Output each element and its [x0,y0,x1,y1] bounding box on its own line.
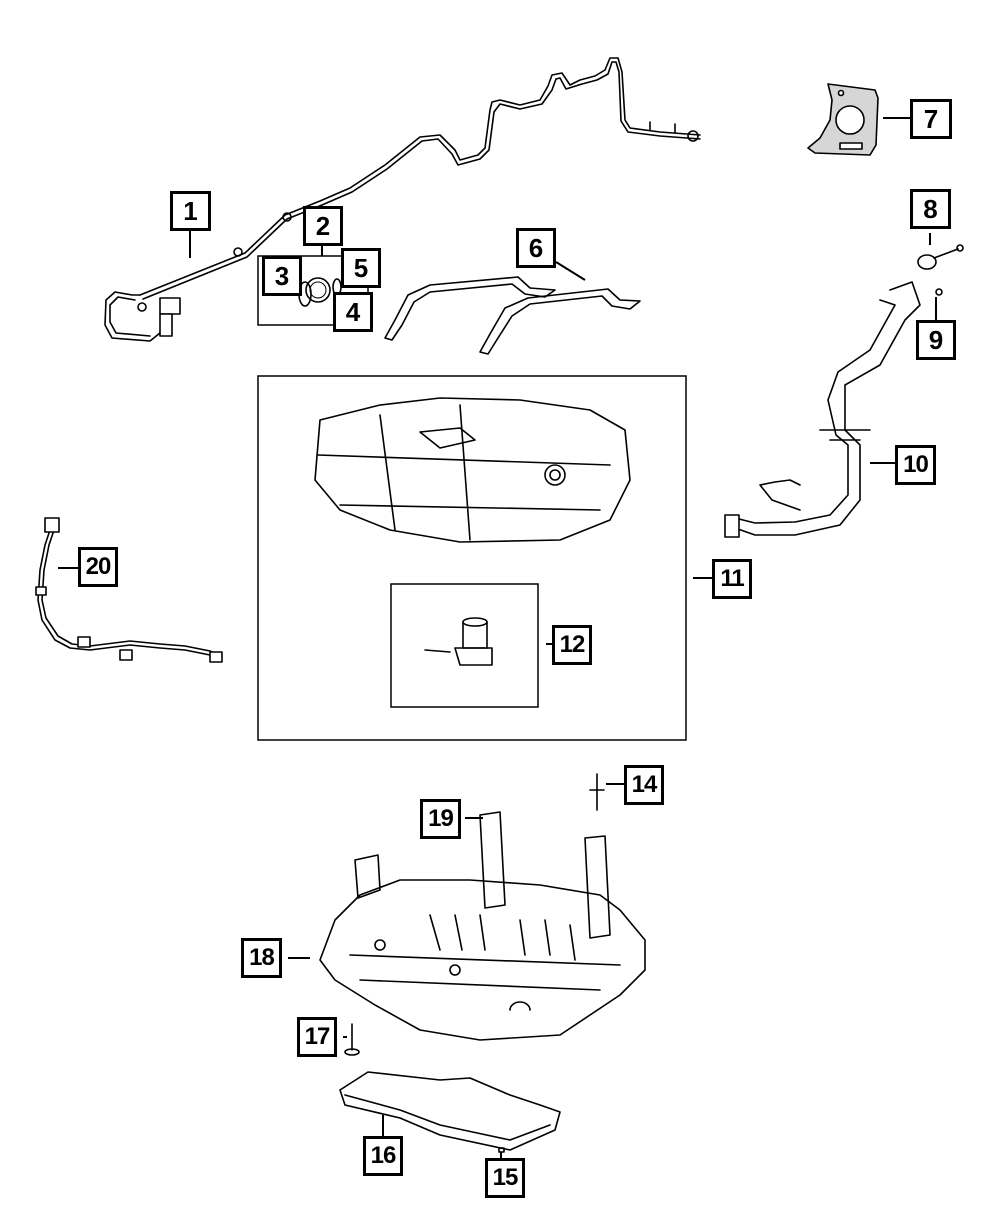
skid-plate-drawing [288,811,646,1041]
callout-5[interactable]: 5 [341,248,381,288]
callout-4[interactable]: 4 [333,292,373,332]
callout-12[interactable]: 12 [552,625,592,665]
callout-6[interactable]: 6 [516,228,556,268]
callout-19[interactable]: 19 [420,799,461,839]
screw-drawing [935,288,943,320]
callout-17[interactable]: 17 [297,1017,337,1057]
callout-10[interactable]: 10 [895,445,936,485]
callout-1[interactable]: 1 [170,191,211,231]
bolt-drawing [343,1023,360,1056]
wiring-harness-drawing [35,517,223,663]
cap-tether-drawing [917,233,964,270]
callout-16[interactable]: 16 [363,1136,403,1176]
tank-assembly-drawing [257,375,712,741]
callout-14[interactable]: 14 [624,765,664,805]
callout-7[interactable]: 7 [910,99,952,139]
filler-heat-shield-drawing [807,83,910,156]
tank-straps-drawing [384,261,641,355]
fuel-line-drawing [104,57,701,342]
push-pin-drawing [589,773,624,811]
callout-9[interactable]: 9 [916,320,956,360]
callout-18[interactable]: 18 [241,938,282,978]
callout-8[interactable]: 8 [910,189,951,229]
nut-drawing [498,1147,505,1158]
lock-ring-group-drawing [257,246,369,326]
callout-3[interactable]: 3 [262,256,302,296]
filler-tube-drawing [724,281,921,538]
callout-20[interactable]: 20 [78,547,118,587]
callout-11[interactable]: 11 [712,559,752,599]
callout-2[interactable]: 2 [303,206,343,246]
pump-module-drawing [390,583,552,708]
lower-heat-shield-drawing [339,1071,561,1151]
callout-15[interactable]: 15 [485,1158,525,1198]
